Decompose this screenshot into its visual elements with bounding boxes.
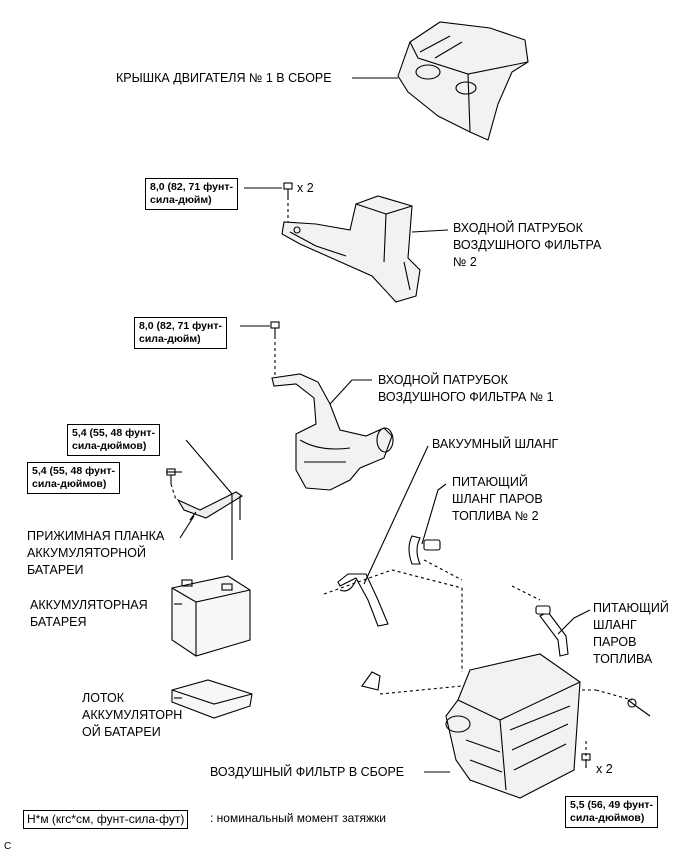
engine-cover-illustration	[397, 21, 529, 141]
vacuum-hose-label: ВАКУУМНЫЙ ШЛАНГ	[432, 437, 559, 451]
engine-cover-label: КРЫШКА ДВИГАТЕЛЯ № 1 В СБОРЕ	[116, 71, 332, 85]
bolt-3	[166, 468, 177, 501]
bolt-4	[581, 740, 591, 768]
torque-box-2: 8,0 (82, 71 фунт-сила-дюйм)	[134, 317, 227, 349]
hose-connector-illustration	[361, 671, 651, 717]
legend-torque-units: Н*м (кгс*см, фунт-сила-фут)	[23, 810, 189, 829]
torque-box-1: 8,0 (82, 71 фунт-сила-дюйм)	[145, 178, 238, 210]
torque-box-3: 5,4 (55, 48 фунт-сила-дюймов)	[67, 424, 160, 456]
torque-box-4: 5,4 (55, 48 фунт-сила-дюймов)	[27, 462, 120, 494]
air-cleaner-label: ВОЗДУШНЫЙ ФИЛЬТР В СБОРЕ	[210, 765, 405, 779]
air-cleaner-illustration	[445, 653, 581, 799]
battery-illustration	[171, 575, 251, 657]
air-inlet-2-label: ВХОДНОЙ ПАТРУБОК ВОЗДУШНОГО ФИЛЬТРА № 2	[453, 221, 602, 269]
fuel-vapor-hose-label: ПИТАЮЩИЙ ШЛАНГ ПАРОВ ТОПЛИВА	[593, 601, 669, 666]
bolt-2	[270, 321, 280, 378]
fuel-vapor-hose-illustration	[535, 605, 569, 657]
corner-mark: C	[4, 841, 12, 852]
leader-lines	[166, 77, 591, 773]
legend-description: : номинальный момент затяжки	[210, 811, 386, 825]
multiplier-2: x 2	[596, 762, 613, 776]
battery-tray-illustration	[171, 679, 253, 719]
vacuum-hose-illustration	[337, 573, 389, 627]
air-inlet-1-label: ВХОДНОЙ ПАТРУБОК ВОЗДУШНОГО ФИЛЬТРА № 1	[378, 373, 554, 404]
fuel-vapor-hose-2-label: ПИТАЮЩИЙ ШЛАНГ ПАРОВ ТОПЛИВА № 2	[452, 475, 543, 523]
battery-label: АККУМУЛЯТОРНАЯ БАТАРЕЯ	[30, 598, 148, 629]
bolt-1	[283, 182, 293, 222]
fuel-vapor-hose-2-illustration	[408, 535, 441, 565]
battery-clamp-label: ПРИЖИМНАЯ ПЛАНКА АККУМУЛЯТОРНОЙ БАТАРЕИ	[27, 529, 165, 577]
multiplier-1: x 2	[297, 181, 314, 195]
assembly-lines	[323, 559, 633, 701]
battery-tray-label: ЛОТОК АККУМУЛЯТОРН ОЙ БАТАРЕИ	[82, 691, 183, 739]
torque-box-5: 5,5 (56, 49 фунт-сила-дюймов)	[565, 796, 658, 828]
battery-clamp-illustration	[176, 491, 244, 560]
air-inlet-2-illustration	[281, 195, 421, 303]
air-inlet-1-illustration	[271, 373, 394, 491]
